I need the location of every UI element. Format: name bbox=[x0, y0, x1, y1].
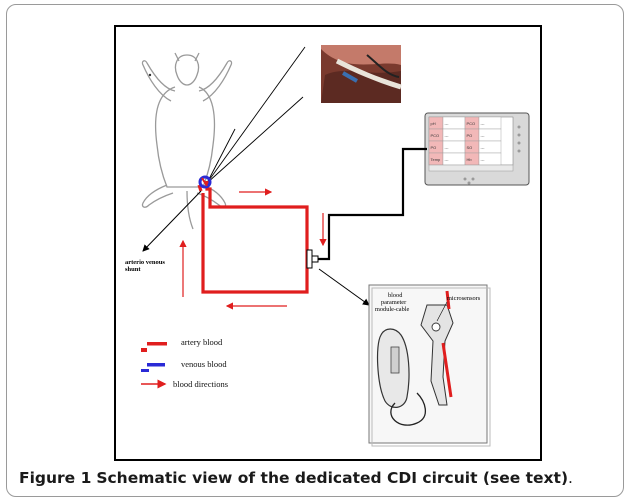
figure-title: Schematic view of the dedicated CDI circ… bbox=[96, 469, 569, 487]
artery-circuit bbox=[197, 181, 309, 294]
monitor-cell-text: pH bbox=[431, 121, 436, 126]
monitor-cell-text: --- bbox=[481, 121, 486, 126]
figure-label: Figure 1 bbox=[19, 469, 92, 487]
shunt-label-line1: arterio venous bbox=[125, 259, 165, 266]
module-label-line3: module-cable bbox=[375, 306, 409, 313]
bedside-monitor: pH---PCO---PCO---PO---PO---SO---Temp---H… bbox=[424, 112, 530, 186]
monitor-cell-text: PO bbox=[467, 133, 473, 138]
monitor-cell-text: --- bbox=[445, 121, 450, 126]
camera-view-lines bbox=[206, 46, 306, 184]
monitor-cell-text: --- bbox=[481, 145, 486, 150]
legend-venous-label: venous blood bbox=[181, 359, 227, 369]
module-label-line2: parameter bbox=[381, 299, 407, 306]
monitor-cell-text: --- bbox=[481, 133, 486, 138]
shunt-pointer-arrow bbox=[142, 190, 202, 252]
connector bbox=[306, 249, 313, 269]
figure-caption-end: . bbox=[568, 469, 573, 487]
monitor-cable bbox=[318, 147, 427, 261]
cdi-circuit-diagram: pH---PCO---PCO---PO---PO---SO---Temp---H… bbox=[125, 45, 530, 447]
flow-arrows bbox=[179, 188, 327, 310]
monitor-cell-text: Temp bbox=[431, 157, 442, 162]
shunt-label-line2: shunt bbox=[125, 266, 141, 273]
monitor-cell-text: SO bbox=[467, 145, 473, 150]
monitor-cell-text: PCO bbox=[467, 121, 476, 126]
legend-venous-swatch bbox=[147, 363, 165, 367]
module-pointer-arrow bbox=[318, 268, 370, 306]
surgery-photo bbox=[321, 45, 402, 103]
module-inset bbox=[368, 284, 491, 447]
microsensors-label: microsensors bbox=[447, 295, 481, 302]
arteriovenous-shunt bbox=[198, 175, 212, 189]
monitor-cell-text: PO bbox=[431, 145, 437, 150]
figure-caption: Figure 1 Schematic view of the dedicated… bbox=[19, 469, 619, 487]
animal-outline bbox=[141, 52, 233, 230]
legend-artery-label: artery blood bbox=[181, 337, 223, 347]
monitor-cell-text: PCO bbox=[431, 133, 440, 138]
module-label-line1: blood bbox=[388, 292, 403, 299]
figure-card: pH---PCO---PCO---PO---PO---SO---Temp---H… bbox=[6, 4, 624, 497]
monitor-cell-text: --- bbox=[445, 157, 450, 162]
legend-artery-swatch bbox=[147, 342, 167, 346]
monitor-cell-text: --- bbox=[481, 157, 486, 162]
monitor-cell-text: --- bbox=[445, 133, 450, 138]
marker-dot bbox=[148, 73, 152, 77]
monitor-cell-text: Hb bbox=[467, 157, 473, 162]
legend: artery blood venous blood blood directio… bbox=[141, 337, 228, 389]
legend-directions-label: blood directions bbox=[173, 379, 228, 389]
monitor-cell-text: --- bbox=[445, 145, 450, 150]
